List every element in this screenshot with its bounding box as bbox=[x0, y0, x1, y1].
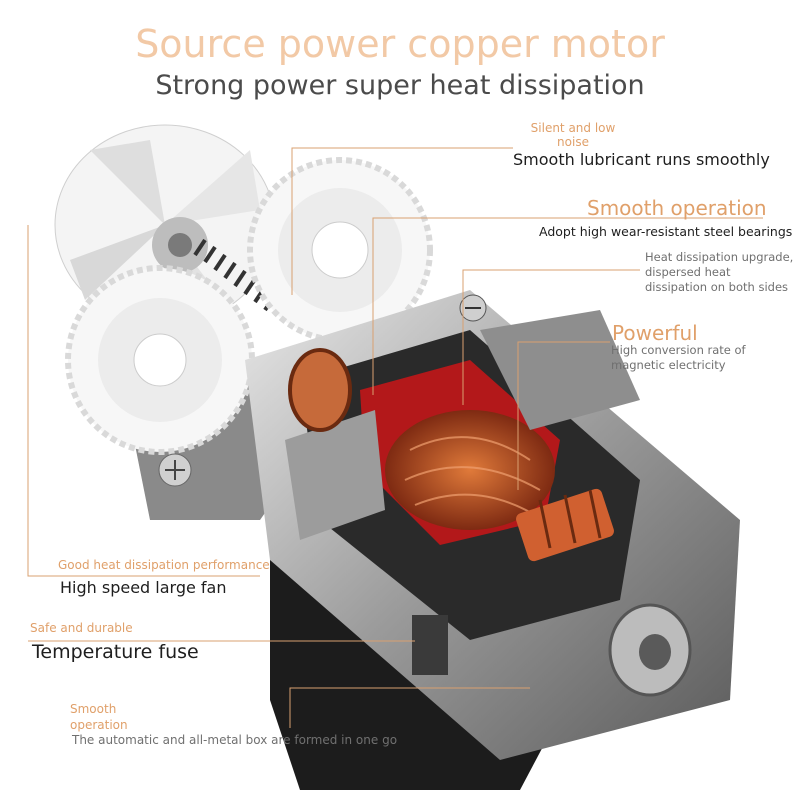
commutator-icon bbox=[516, 488, 614, 562]
stator-pole-top bbox=[480, 310, 640, 430]
front-bushing-icon bbox=[608, 603, 692, 697]
screw-icon bbox=[158, 453, 192, 487]
callout-fan-tag: Good heat dissipation performance bbox=[58, 558, 270, 572]
bearing-ring bbox=[288, 348, 352, 432]
callout-box-tag: Smooth operation bbox=[70, 702, 128, 732]
poster-subtitle: Strong power super heat dissipation bbox=[155, 70, 645, 101]
callout-box-desc: The automatic and all-metal box are form… bbox=[72, 733, 398, 747]
callout-heat-desc: Heat dissipation upgrade, dispersed heat… bbox=[645, 250, 794, 294]
callout-bearing-desc: Adopt high wear-resistant steel bearings bbox=[539, 224, 793, 239]
callout-bearing-tag: Smooth operation bbox=[587, 196, 767, 220]
lower-gear-icon bbox=[65, 265, 255, 455]
stator-pole-left bbox=[285, 410, 385, 540]
callout-silent-desc: Smooth lubricant runs smoothly bbox=[513, 150, 770, 169]
leader-lines bbox=[27, 147, 763, 728]
callout-fan-desc: High speed large fan bbox=[60, 578, 227, 597]
callout-powerful-tag: Powerful bbox=[612, 321, 698, 345]
callout-fuse-tag: Safe and durable bbox=[30, 621, 133, 635]
poster-title: Source power copper motor bbox=[135, 22, 665, 66]
temperature-fuse bbox=[412, 615, 448, 675]
callout-powerful-desc: High conversion rate of magnetic electri… bbox=[611, 343, 746, 372]
top-screw-icon bbox=[459, 294, 487, 322]
callout-silent-tag: Silent and low noise bbox=[530, 121, 616, 149]
upper-gear-icon bbox=[247, 157, 433, 343]
callout-fuse-desc: Temperature fuse bbox=[32, 641, 199, 663]
